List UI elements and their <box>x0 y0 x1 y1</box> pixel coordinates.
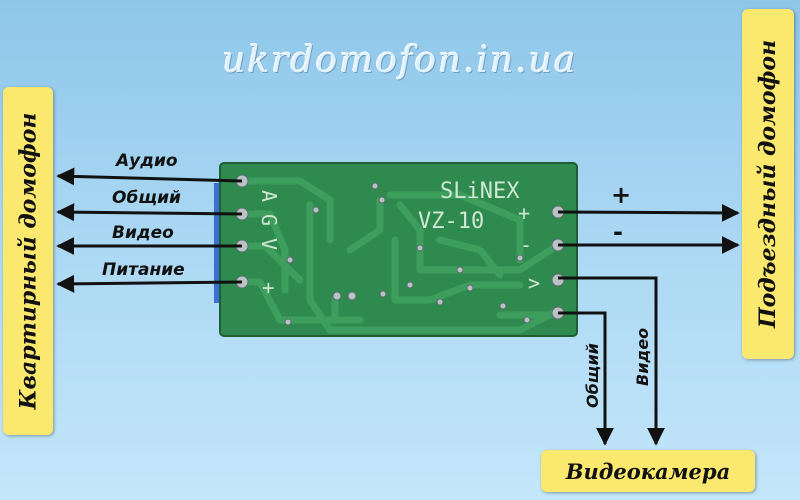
board-brand: SLiNEX <box>440 179 520 204</box>
watermark-text: ukrdomofon.in.ua <box>222 40 578 81</box>
camera-wires <box>558 276 665 446</box>
videocamera-label: Видеокамера <box>541 450 755 492</box>
label-camera-common: Общий <box>583 343 602 408</box>
pcb-traces <box>238 177 559 334</box>
mark-minus: - <box>520 233 532 257</box>
pin-label-g: G <box>257 214 281 226</box>
left-wires <box>56 167 243 293</box>
board-left-pin-labels: A G V + <box>257 190 281 294</box>
wire-power <box>56 274 243 293</box>
board-model: VZ-10 <box>418 209 484 234</box>
pin-label-a: A <box>257 190 281 202</box>
mark-video: > <box>528 271 540 295</box>
pin-label-v: V <box>257 238 281 250</box>
label-video: Видео <box>112 223 174 243</box>
right-wires <box>557 203 740 254</box>
left-wire-labels: Аудио Общий Видео Питание <box>102 151 185 280</box>
label-audio: Аудио <box>114 151 178 171</box>
entrance-intercom-label: Подъездный домофон <box>742 9 794 359</box>
pin-label-plus: + <box>257 282 281 294</box>
wire-camera-video <box>558 276 665 446</box>
wire-camera-common <box>558 311 614 446</box>
label-camera-video: Видео <box>633 328 652 386</box>
videocamera-text: Видеокамера <box>565 458 731 484</box>
wire-plus <box>557 203 740 222</box>
wire-audio <box>56 167 243 186</box>
mark-plus: + <box>518 201 530 225</box>
label-power: Питание <box>102 260 185 280</box>
board-right-marks: + - > <box>518 201 540 295</box>
blue-connector-strip <box>214 183 222 303</box>
label-common: Общий <box>112 188 181 208</box>
wire-common <box>56 203 243 222</box>
sign-plus: + <box>611 181 631 209</box>
sign-minus: - <box>613 218 623 246</box>
pcb-board: SLiNEX VZ-10 A G V + + - > <box>214 162 578 337</box>
apartment-intercom-label: Квартирный домофон <box>3 87 53 435</box>
